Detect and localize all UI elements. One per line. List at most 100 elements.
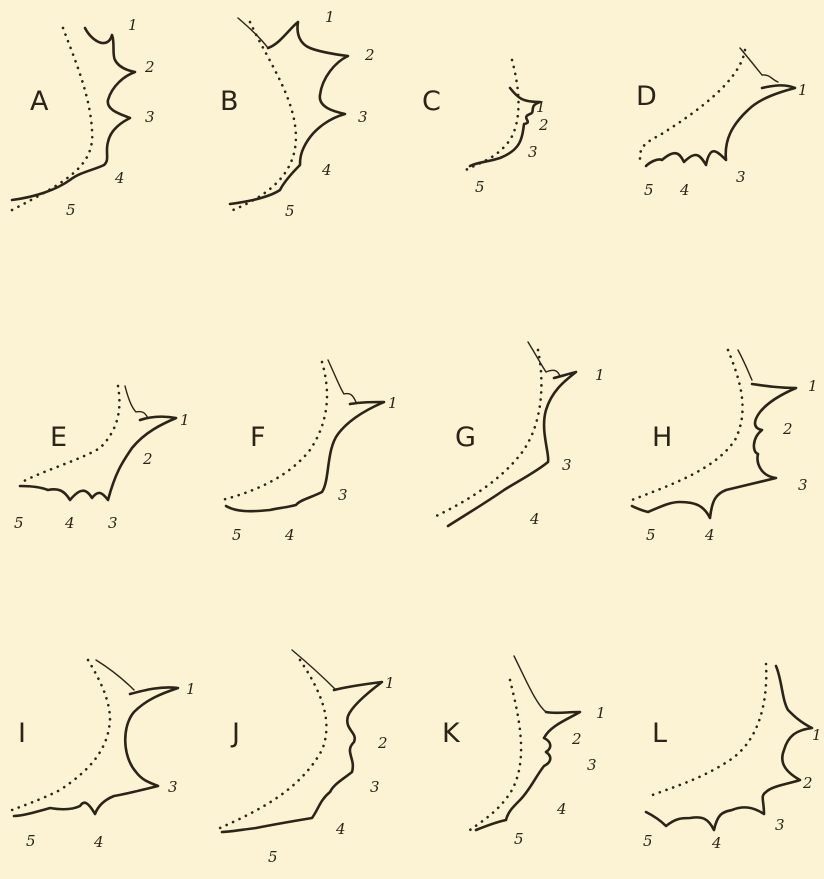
figure-j-label-2: 2 bbox=[377, 734, 388, 752]
figure-a-label-5: 5 bbox=[66, 201, 76, 219]
figure-i: I 1 3 4 5 bbox=[12, 660, 196, 851]
figure-g-dotted-outline bbox=[432, 350, 541, 518]
figure-e-outline bbox=[20, 417, 176, 500]
figure-i-letter: I bbox=[18, 718, 26, 749]
figure-c-label-2: 2 bbox=[538, 116, 549, 134]
figure-a-label-1: 1 bbox=[128, 16, 138, 34]
figure-c-label-3: 3 bbox=[528, 143, 538, 161]
figure-a: A 1 2 3 4 5 bbox=[12, 16, 155, 219]
figure-e-label-2: 2 bbox=[142, 450, 153, 468]
figure-d-upper-edge bbox=[740, 48, 778, 82]
figure-b-label-3: 3 bbox=[358, 108, 368, 126]
figure-e-label-1: 1 bbox=[180, 411, 190, 429]
figure-d-outline bbox=[646, 85, 795, 166]
figure-l-label-5: 5 bbox=[643, 832, 653, 850]
figure-g-label-1: 1 bbox=[595, 366, 605, 384]
figure-e: E 1 2 3 4 5 bbox=[14, 386, 190, 532]
figure-j-outline bbox=[222, 682, 382, 832]
figure-e-label-3: 3 bbox=[108, 514, 118, 532]
figure-h-label-2: 2 bbox=[782, 420, 793, 438]
figure-f-letter: F bbox=[250, 422, 266, 453]
figure-k-label-2: 2 bbox=[571, 730, 582, 748]
figure-j-label-5: 5 bbox=[268, 848, 278, 866]
figure-a-label-4: 4 bbox=[114, 169, 125, 187]
figure-k-upper-edge bbox=[514, 656, 546, 712]
figure-i-label-1: 1 bbox=[186, 680, 196, 698]
figure-g-letter: G bbox=[455, 422, 476, 453]
figure-l-label-4: 4 bbox=[711, 834, 722, 852]
figure-f: F 1 3 4 5 bbox=[222, 360, 398, 544]
figure-b: B 1 2 3 4 5 bbox=[220, 8, 375, 220]
figure-l-label-3: 3 bbox=[775, 816, 785, 834]
figure-k-label-1: 1 bbox=[596, 704, 606, 722]
figure-f-label-5: 5 bbox=[232, 526, 242, 544]
figure-c: C 1 2 3 5 bbox=[422, 60, 549, 196]
figure-h-label-5: 5 bbox=[646, 526, 656, 544]
figure-g-label-3: 3 bbox=[562, 456, 572, 474]
figure-i-label-3: 3 bbox=[168, 778, 178, 796]
figure-d-label-1: 1 bbox=[798, 81, 808, 99]
figure-c-dotted-outline bbox=[462, 60, 519, 172]
figure-k-letter: K bbox=[442, 718, 461, 749]
figure-b-label-1: 1 bbox=[325, 8, 335, 26]
figure-c-label-5: 5 bbox=[475, 178, 485, 196]
figure-j-label-4: 4 bbox=[335, 820, 346, 838]
figure-h-label-1: 1 bbox=[808, 377, 818, 395]
figure-h: H 1 2 3 4 5 bbox=[632, 350, 818, 544]
figure-c-label-1: 1 bbox=[536, 98, 546, 116]
figure-l-outline bbox=[646, 666, 812, 830]
figure-a-letter: A bbox=[30, 86, 49, 117]
figure-a-label-3: 3 bbox=[145, 108, 155, 126]
figure-b-label-2: 2 bbox=[364, 46, 375, 64]
figure-e-label-5: 5 bbox=[14, 514, 24, 532]
figure-j-label-1: 1 bbox=[385, 674, 395, 692]
figure-l: L 1 2 3 4 5 bbox=[643, 664, 822, 852]
figure-i-outline bbox=[14, 687, 178, 816]
figure-d: D 1 3 4 5 bbox=[636, 48, 808, 199]
figure-d-letter: D bbox=[636, 81, 657, 112]
figure-e-dotted-outline bbox=[22, 386, 119, 482]
figure-l-letter: L bbox=[652, 718, 667, 749]
figure-e-upper-edge bbox=[125, 386, 148, 418]
figure-h-label-3: 3 bbox=[798, 476, 808, 494]
figure-b-label-4: 4 bbox=[321, 161, 332, 179]
figure-f-label-4: 4 bbox=[284, 526, 295, 544]
figure-f-upper-edge bbox=[328, 360, 356, 402]
figure-g-label-4: 4 bbox=[529, 510, 540, 528]
figure-k: K 1 2 3 4 5 bbox=[442, 656, 606, 848]
figure-h-letter: H bbox=[652, 422, 672, 453]
figure-b-letter: B bbox=[220, 86, 239, 117]
figure-a-dotted-outline bbox=[12, 28, 92, 210]
figure-h-label-4: 4 bbox=[704, 526, 715, 544]
figure-l-label-1: 1 bbox=[812, 726, 822, 744]
figure-f-dotted-outline bbox=[222, 362, 327, 500]
figure-k-label-5: 5 bbox=[514, 830, 524, 848]
figure-g: G 1 3 4 bbox=[432, 342, 605, 528]
figure-c-letter: C bbox=[422, 86, 441, 117]
figure-b-dotted-outline bbox=[228, 22, 296, 212]
figure-l-label-2: 2 bbox=[802, 774, 813, 792]
figure-i-label-4: 4 bbox=[93, 833, 104, 851]
figure-e-letter: E bbox=[50, 422, 67, 453]
figure-j: J 1 2 3 4 5 bbox=[220, 650, 395, 866]
figure-h-dotted-outline bbox=[632, 350, 743, 500]
figure-g-upper-edge bbox=[528, 342, 560, 376]
figure-i-label-5: 5 bbox=[26, 832, 36, 850]
figure-h-upper-edge bbox=[738, 350, 752, 380]
figure-f-label-1: 1 bbox=[388, 394, 398, 412]
figure-k-label-3: 3 bbox=[587, 756, 597, 774]
figure-i-dotted-outline bbox=[12, 660, 110, 810]
figure-d-label-5: 5 bbox=[644, 181, 654, 199]
figure-l-dotted-outline bbox=[650, 664, 766, 796]
figure-j-letter: J bbox=[230, 718, 240, 749]
figure-j-label-3: 3 bbox=[370, 778, 380, 796]
figure-d-label-3: 3 bbox=[736, 168, 746, 186]
figure-e-label-4: 4 bbox=[64, 514, 75, 532]
figure-f-label-3: 3 bbox=[338, 486, 348, 504]
figure-b-label-5: 5 bbox=[285, 202, 295, 220]
figure-a-label-2: 2 bbox=[144, 58, 155, 76]
figure-d-label-4: 4 bbox=[679, 181, 690, 199]
figure-b-upper-edge bbox=[238, 18, 268, 48]
